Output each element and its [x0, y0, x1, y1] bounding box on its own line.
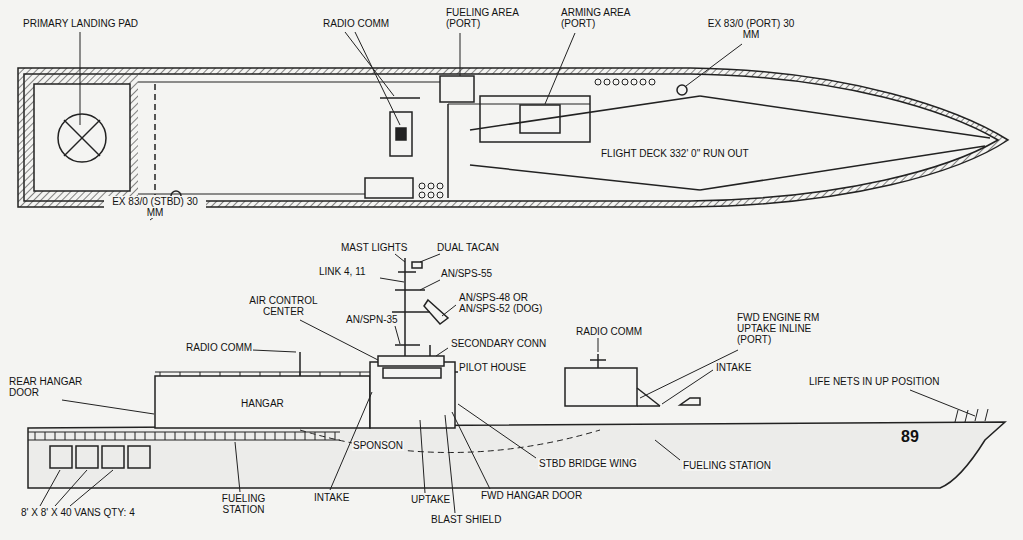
callout-label: BLAST SHIELD — [430, 514, 502, 525]
callout-label: FUELING AREA (PORT) — [445, 7, 527, 29]
callout-label: LIFE NETS IN UP POSITION — [808, 376, 940, 387]
callout-label: DUAL TACAN — [436, 242, 500, 253]
callout-label: FWD HANGAR DOOR — [480, 490, 583, 501]
plan-view — [18, 68, 1008, 207]
callout-label: RADIO COMM — [322, 18, 390, 29]
callout-label: HANGAR — [240, 398, 285, 409]
callout-label: MAST LIGHTS — [340, 242, 409, 253]
hull-number: 89 — [900, 428, 920, 445]
callout-label: RADIO COMM — [185, 342, 253, 353]
callout-label: ARMING AREA (PORT) — [560, 7, 642, 29]
callout-label: STBD BRIDGE WING — [538, 458, 638, 469]
callout-label: SECONDARY CONN — [450, 338, 547, 349]
callout-label: AIR CONTROL CENTER — [240, 295, 327, 317]
callout-label: AN/SPS-55 — [440, 268, 493, 279]
callout-label: INTAKE — [313, 492, 350, 503]
callout-label: REAR HANGAR DOOR — [8, 376, 92, 398]
callout-label: 8' X 8' X 40 VANS QTY: 4 — [20, 507, 136, 518]
callout-label: FUELING STATION — [682, 460, 772, 471]
callout-label: FWD ENGINE RM UPTAKE INLINE (PORT) — [736, 312, 842, 345]
callout-label: UPTAKE — [410, 494, 451, 505]
callout-label: RADIO COMM — [575, 326, 643, 337]
callout-label: EX 83/0 (STBD) 30 MM — [104, 196, 206, 218]
callout-label: PRIMARY LANDING PAD — [22, 18, 139, 29]
callout-label: EX 83/0 (PORT) 30 MM — [700, 18, 802, 40]
callout-label: FUELING STATION — [210, 493, 277, 515]
callout-label: AN/SPS-48 OR AN/SPS-52 (DOG) — [458, 292, 568, 314]
leader-lines — [40, 32, 975, 513]
callout-label: INTAKE — [715, 362, 752, 373]
profile-view — [28, 258, 1005, 488]
callout-label: AN/SPN-35 — [345, 314, 399, 325]
callout-label: LINK 4, 11 — [318, 266, 367, 277]
callout-label: FLIGHT DECK 332' 0" RUN OUT — [600, 148, 750, 159]
callout-label: PILOT HOUSE — [458, 362, 527, 373]
callout-label: SPONSON — [352, 440, 404, 451]
